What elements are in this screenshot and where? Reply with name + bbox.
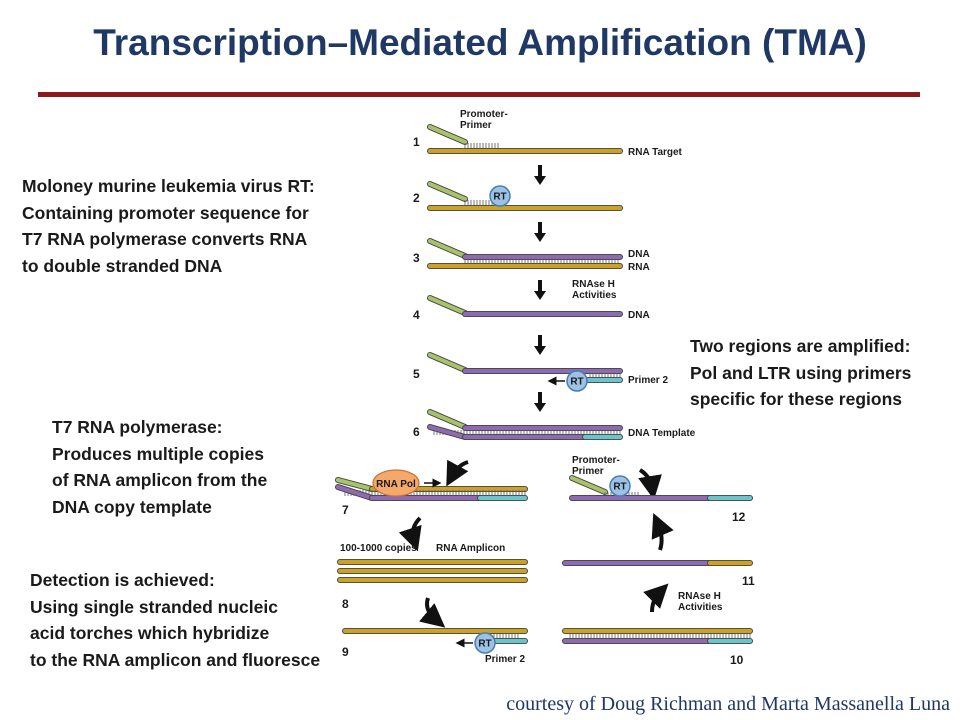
step7-dna-bend — [335, 484, 375, 501]
arrow-4-5 — [534, 346, 546, 355]
step-number-5: 5 — [413, 367, 420, 381]
title-underline — [38, 92, 920, 97]
note-t7-polymerase: T7 RNA polymerase: Produces multiple cop… — [52, 417, 268, 517]
arrow-7-8 — [398, 516, 422, 552]
rna-amplicon-label: RNA Amplicon — [436, 543, 505, 554]
dna-template-label: DNA Template — [628, 428, 696, 439]
copies-label: 100-1000 copies — [340, 543, 417, 554]
dna-label-step4: DNA — [628, 310, 650, 321]
step-number-2: 2 — [413, 191, 420, 205]
note-reverse-transcriptase: Moloney murine leukemia virus RT: Contai… — [22, 176, 315, 276]
step-number-7: 7 — [342, 503, 349, 517]
arrow-10-11 — [643, 583, 669, 613]
image-credit: courtesy of Doug Richman and Marta Massa… — [506, 693, 950, 715]
rt-enzyme-step5-label: RT — [570, 377, 583, 388]
arrow-11-12 — [651, 512, 674, 551]
rna-label-step3: RNA — [628, 262, 650, 273]
step-number-6: 6 — [413, 425, 420, 439]
note-amplified-regions: Two regions are amplified: Pol and LTR u… — [690, 336, 912, 409]
promoter-primer-label-top: Promoter-Primer — [460, 109, 508, 131]
step-number-10: 10 — [730, 653, 744, 667]
step3-promoter — [427, 238, 468, 259]
arrow-2-3 — [534, 233, 546, 242]
step-number-9: 9 — [342, 645, 349, 659]
step-number-12: 12 — [732, 510, 746, 524]
arrow-12-6 — [638, 468, 662, 500]
step7-promoter — [335, 477, 375, 492]
primer2-label-step5: Primer 2 — [628, 375, 668, 386]
arrow-5-6 — [534, 403, 546, 412]
rt-enzyme-step2-label: RT — [493, 192, 506, 203]
dna-label-step3: DNA — [628, 249, 650, 260]
arrow-8-9 — [419, 597, 446, 628]
promoter-primer-label-bottom: Promoter-Primer — [572, 455, 620, 477]
step4-promoter — [427, 295, 468, 316]
rna-pol-label: RNA Pol — [376, 479, 416, 490]
step12-promoter — [569, 475, 608, 495]
strand-layer — [335, 124, 753, 654]
step-number-1: 1 — [413, 135, 420, 149]
step-number-3: 3 — [413, 251, 420, 265]
rt-enzyme-step9 — [474, 632, 496, 654]
rna-target-label: RNA Target — [628, 147, 683, 158]
step-number-4: 4 — [413, 308, 420, 322]
primer2-label-step9: Primer 2 — [485, 654, 525, 665]
step5-promoter — [427, 352, 468, 373]
step2-promoter — [427, 181, 468, 202]
rt-enzyme-step2 — [489, 185, 511, 207]
arrow-3-4 — [534, 291, 546, 300]
step6-dna-bend — [427, 424, 468, 440]
step6-promoter — [427, 409, 468, 430]
note-detection: Detection is achieved: Using single stra… — [30, 570, 321, 670]
page-title: Transcription–Mediated Amplification (TM… — [93, 22, 867, 63]
rt-enzyme-step5 — [566, 370, 588, 392]
step10-hatch — [569, 633, 751, 638]
rna-polymerase — [372, 469, 420, 497]
step1-promoter — [427, 124, 468, 145]
arrow-6-7 — [446, 459, 469, 487]
rt-enzyme-step9-label: RT — [478, 639, 491, 650]
step-number-8: 8 — [342, 597, 349, 611]
rt-enzyme-step12-label: RT — [613, 482, 626, 493]
arrow-1-2 — [534, 176, 546, 185]
step-number-11: 11 — [742, 574, 755, 588]
rt-enzyme-step12 — [609, 475, 631, 497]
